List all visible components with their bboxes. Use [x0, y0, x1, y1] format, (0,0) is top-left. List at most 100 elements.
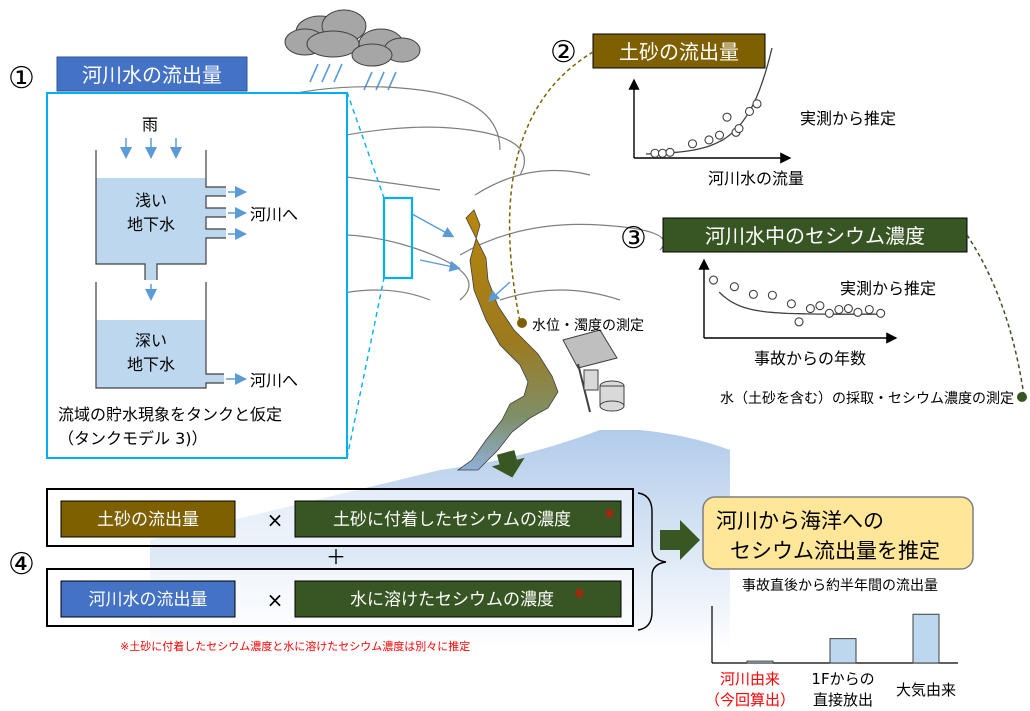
deep-label-1: 深い — [135, 331, 167, 350]
chart3-plot — [708, 275, 886, 327]
deep-tank — [95, 282, 224, 389]
chart3-point — [815, 301, 825, 311]
chart3-point — [805, 303, 815, 314]
section2-title-box — [592, 33, 766, 69]
chart3-point — [876, 308, 886, 318]
section2-title: 土砂の流出量 — [619, 40, 739, 64]
bar-label-atmos: 大気由来 — [896, 681, 956, 699]
row1-left: 土砂の流出量 — [97, 510, 199, 530]
connector-2 — [508, 51, 594, 323]
chart2-axes — [628, 78, 792, 164]
chart3-point — [767, 290, 777, 300]
chart2-annotation: 実測から推定 — [800, 109, 896, 128]
chart2-plot — [645, 47, 773, 158]
section1-caption-2: （タンクモデル 3)） — [58, 429, 208, 448]
section3-number: ③ — [620, 221, 647, 256]
outflow-arrows — [145, 186, 247, 301]
chart2-point — [665, 147, 675, 157]
result-line1: 河川から海洋への — [716, 509, 884, 533]
sampling-label: 水（土砂を含む）の採取・セシウム濃度の測定 — [720, 391, 1014, 407]
chart3-point — [843, 303, 853, 314]
row2-right: 水に溶けたセシウムの濃度 — [350, 590, 554, 610]
chart2-point — [722, 112, 732, 122]
to-river-label-2: 河川へ — [250, 371, 298, 390]
chart3-point — [824, 308, 834, 318]
section2-number: ② — [550, 35, 577, 70]
row1-right-box — [294, 500, 622, 538]
row2-star: ※ — [574, 587, 585, 602]
monitoring-station-icon — [562, 329, 625, 413]
chart3-point — [748, 289, 758, 299]
result-subtitle: 事故直後から約半年間の流出量 — [742, 577, 938, 594]
section1-title-box — [56, 56, 248, 92]
shallow-tank — [95, 150, 226, 280]
river — [456, 209, 559, 471]
row2-times: × — [267, 588, 284, 612]
catchment-marker — [382, 196, 414, 280]
section4-number: ④ — [8, 547, 35, 582]
rain-icon — [309, 63, 397, 91]
shallow-label-2: 地下水 — [127, 215, 175, 234]
zoom-line-bottom — [346, 277, 385, 459]
chart2-point — [650, 148, 660, 158]
row1-right: 土砂に付着したセシウムの濃度 — [333, 510, 571, 530]
section1-panel — [46, 92, 348, 459]
section1-number: ① — [8, 61, 35, 96]
sampling-dot — [1017, 392, 1027, 402]
row1-times: × — [267, 508, 284, 532]
bar-chart-plot — [746, 613, 940, 664]
rain-label: 雨 — [142, 115, 158, 134]
chart3-point — [794, 317, 804, 327]
shallow-label-1: 浅い — [135, 191, 167, 210]
right-arrow-icon — [660, 520, 700, 560]
chart3-point — [853, 307, 863, 317]
chart2-point — [687, 139, 698, 149]
section1-caption-1: 流域の貯水現象をタンクと仮定 — [58, 405, 282, 424]
row2-left-box — [60, 580, 236, 618]
chart3-point — [729, 282, 739, 292]
bar-label-plant-2: 直接放出 — [813, 691, 873, 709]
bar-2 — [912, 613, 940, 664]
result-line2: セシウム流出量を推定 — [730, 539, 940, 563]
deep-label-2: 地下水 — [127, 355, 175, 374]
bar-label-plant-1: 1Fからの — [811, 670, 874, 688]
row1-star: ※ — [604, 507, 615, 522]
chart2-point — [704, 135, 714, 145]
bar-label-river-1: 河川由来 — [720, 670, 780, 688]
chart2-point — [714, 130, 725, 140]
to-river-label-1: 河川へ — [250, 205, 298, 224]
row2-right-box — [294, 580, 622, 618]
chart2-point — [657, 148, 668, 158]
water-level-label: 水位・濁度の測定 — [532, 318, 644, 334]
water-flow-arrows — [411, 213, 511, 302]
chart2-point — [752, 99, 762, 109]
chart3-axes — [698, 258, 898, 344]
result-box — [702, 496, 974, 570]
chart3-point — [786, 299, 796, 309]
cloud-icon — [284, 9, 421, 67]
chart2-point — [734, 124, 744, 134]
connector-3 — [966, 234, 1025, 397]
chart2-point — [744, 106, 755, 116]
bar-1 — [829, 638, 857, 664]
plus-sign: ＋ — [326, 545, 346, 569]
chart3-xlabel: 事故からの年数 — [754, 349, 866, 368]
section1-title: 河川水の流出量 — [82, 63, 222, 87]
water-level-dot — [517, 318, 527, 328]
down-arrow-icon — [491, 450, 525, 478]
row1-left-box — [60, 500, 236, 538]
row2-left: 河川水の流出量 — [89, 590, 208, 610]
chart3-fit-curve — [718, 291, 879, 315]
chart3-annotation: 実測から推定 — [840, 279, 936, 298]
chart3-point — [834, 304, 844, 315]
rain-arrows — [120, 138, 182, 159]
zoom-line-top — [346, 91, 385, 199]
chart3-point — [864, 304, 874, 315]
section3-title-box — [662, 217, 968, 253]
brace — [637, 492, 667, 631]
section3-title: 河川水中のセシウム濃度 — [705, 224, 925, 248]
bar-0 — [746, 660, 774, 664]
bar-label-river-2: （今回算出） — [705, 691, 795, 709]
